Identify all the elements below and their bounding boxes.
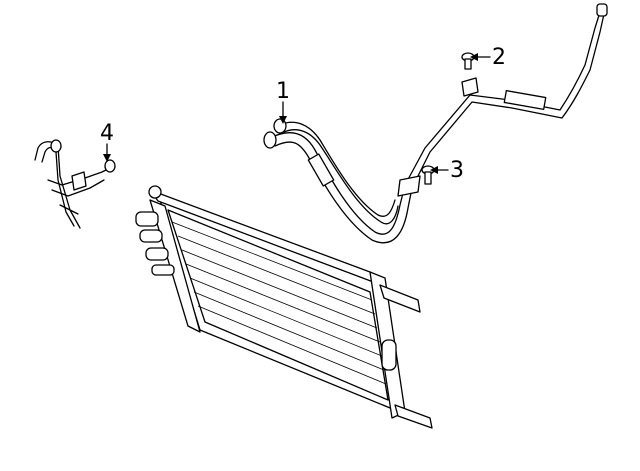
cooler-line-assembly[interactable] (263, 3, 608, 244)
callout-3: 3 (430, 158, 464, 183)
oil-cooler[interactable] (135, 185, 433, 429)
callout-label-4: 4 (100, 121, 114, 146)
callout-2: 2 (470, 45, 506, 70)
callout-label-3: 3 (450, 158, 464, 183)
callout-label-2: 2 (492, 45, 506, 70)
callout-4: 4 (100, 121, 114, 162)
auxiliary-line-assembly[interactable] (34, 139, 116, 229)
bolt-part-3[interactable] (421, 165, 435, 185)
callout-label-1: 1 (276, 79, 290, 104)
callout-1: 1 (276, 79, 290, 124)
bolt-part-2[interactable] (461, 52, 475, 70)
